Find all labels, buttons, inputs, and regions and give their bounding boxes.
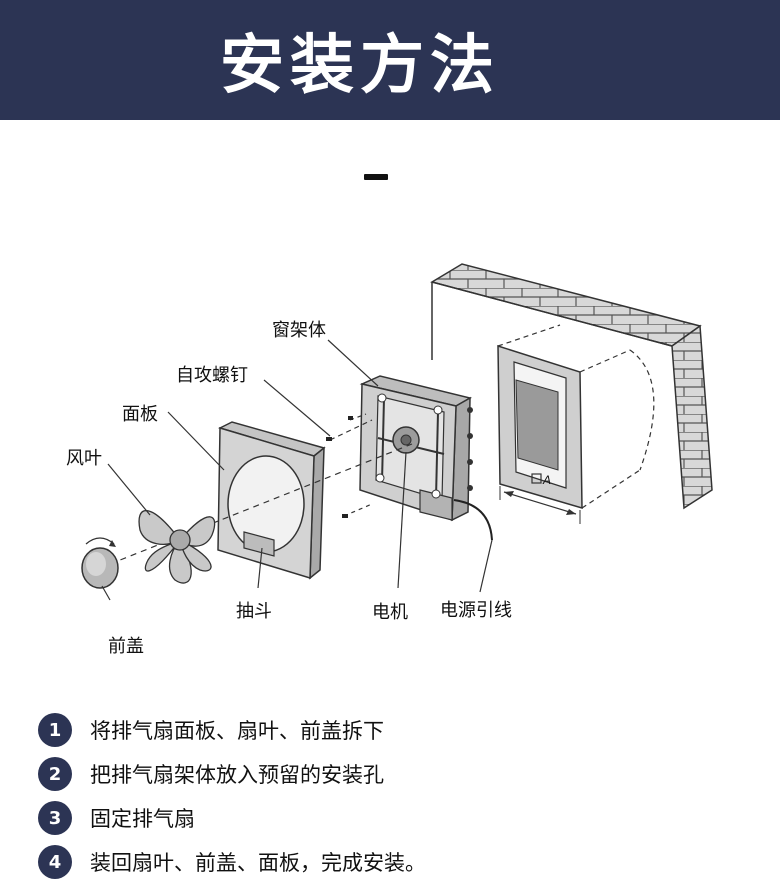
label-drawer: 抽斗 xyxy=(236,601,272,622)
label-power-cord: 电源引线 xyxy=(440,600,512,621)
panel-graphic xyxy=(217,421,326,580)
step-text: 把排气扇架体放入预留的安装孔 xyxy=(90,763,384,787)
step-item: 1 将排气扇面板、扇叶、前盖拆下 xyxy=(38,708,758,752)
screws xyxy=(326,413,373,518)
step-text: 装回扇叶、前盖、面板，完成安装。 xyxy=(90,851,426,875)
installation-steps: 1 将排气扇面板、扇叶、前盖拆下 2 把排气扇架体放入预留的安装孔 3 固定排气… xyxy=(38,708,758,884)
step-text: 将排气扇面板、扇叶、前盖拆下 xyxy=(90,719,384,743)
divider-dash xyxy=(364,174,388,180)
label-fan-blade: 风叶 xyxy=(66,448,102,469)
step-number-badge: 3 xyxy=(38,801,72,835)
window-frame-body xyxy=(359,375,473,522)
page-title: 安装方法 xyxy=(220,29,500,103)
step-number-badge: 4 xyxy=(38,845,72,879)
step-item: 2 把排气扇架体放入预留的安装孔 xyxy=(38,752,758,796)
fan-blade-graphic xyxy=(138,509,216,584)
step-text: 固定排气扇 xyxy=(90,807,195,831)
dimension-label: A xyxy=(542,473,551,487)
installation-diagram: A xyxy=(81,263,713,601)
step-item: 4 装回扇叶、前盖、面板，完成安装。 xyxy=(38,840,758,884)
step-number-badge: 1 xyxy=(38,713,72,747)
leader-lines xyxy=(101,339,493,601)
label-motor: 电机 xyxy=(372,602,408,623)
label-front-cover: 前盖 xyxy=(108,636,144,657)
label-self-tapping-screw: 自攻螺钉 xyxy=(176,365,248,386)
label-window-frame: 窗架体 xyxy=(272,320,326,341)
front-cover-graphic xyxy=(81,537,119,589)
wall xyxy=(430,263,713,510)
step-number-badge: 2 xyxy=(38,757,72,791)
label-panel: 面板 xyxy=(122,404,158,425)
power-cord-graphic xyxy=(453,499,493,541)
wall-opening: A xyxy=(497,324,655,524)
step-item: 3 固定排气扇 xyxy=(38,796,758,840)
header-banner: 安装方法 xyxy=(0,0,780,120)
